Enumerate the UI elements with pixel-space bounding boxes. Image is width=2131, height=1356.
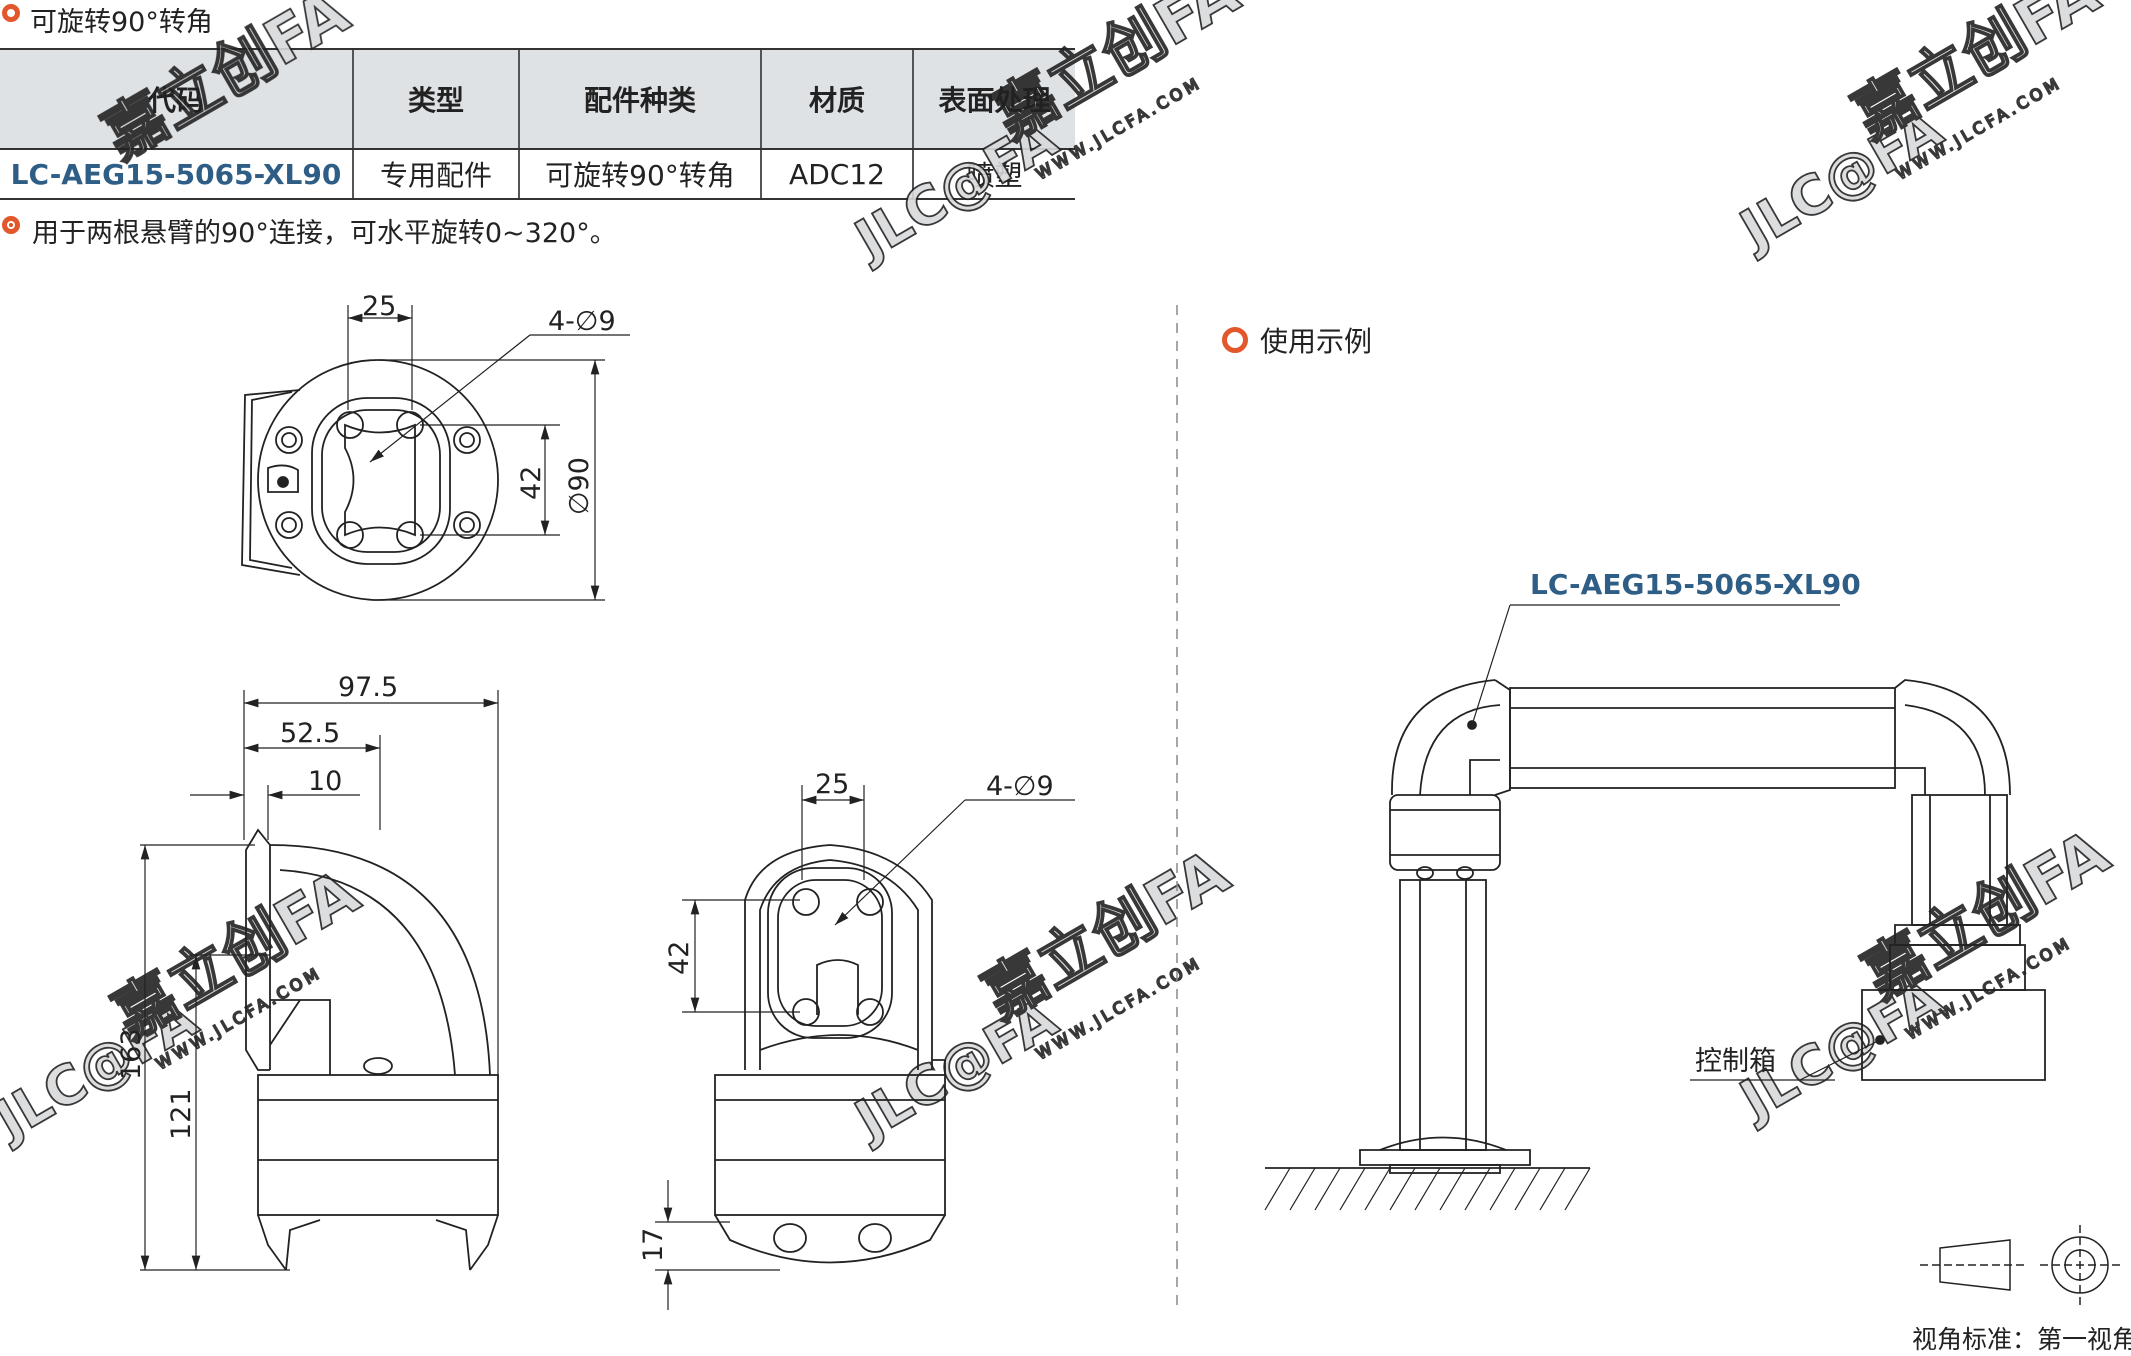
col-header-finish: 表面处理 — [912, 48, 1075, 150]
cell-finish: 喷塑 — [912, 149, 1075, 200]
col-header-type: 类型 — [352, 48, 519, 150]
svg-text:4-∅9: 4-∅9 — [986, 771, 1054, 802]
cell-material: ADC12 — [760, 149, 913, 200]
svg-text:25: 25 — [815, 769, 849, 800]
svg-text:97.5: 97.5 — [338, 672, 398, 703]
front-view: 25 4-∅9 42 17 — [638, 769, 1075, 1310]
usage-diagram: LC-AEG15-5065-XL90 控制箱 — [1264, 568, 2046, 1211]
svg-text:控制箱: 控制箱 — [1695, 1046, 1776, 1077]
table-header-row: 代码 类型 配件种类 材质 表面处理 — [0, 48, 1075, 150]
usage-title: 使用示例 — [1260, 325, 1373, 358]
projection-symbol-icon — [1920, 1225, 2120, 1305]
cell-code: LC-AEG15-5065-XL90 — [0, 149, 353, 200]
svg-text:163: 163 — [116, 1028, 147, 1080]
svg-text:嘉立创FA: 嘉立创FA — [91, 0, 361, 173]
cell-kind: 可旋转90°转角 — [518, 149, 761, 200]
svg-text:25: 25 — [362, 291, 396, 322]
svg-text:LC-AEG15-5065-XL90: LC-AEG15-5065-XL90 — [1530, 568, 1861, 601]
side-view: 97.5 52.5 10 163 121 — [116, 672, 499, 1271]
svg-text:10: 10 — [308, 766, 342, 797]
svg-text:121: 121 — [166, 1088, 197, 1140]
svg-text:4-∅9: 4-∅9 — [548, 306, 616, 337]
spec-table: 代码 类型 配件种类 材质 表面处理 LC-AEG15-5065-XL90 专用… — [0, 48, 1075, 200]
cell-type: 专用配件 — [352, 149, 519, 200]
svg-text:嘉立创FA: 嘉立创FA — [971, 835, 1241, 1033]
page-title: 可旋转90°转角 — [30, 7, 213, 38]
table-row: LC-AEG15-5065-XL90 专用配件 可旋转90°转角 ADC12 喷… — [0, 149, 1075, 200]
header-bullet-icon — [2, 4, 20, 22]
projection-standard: 视角标准：第一视角 — [1912, 1325, 2131, 1354]
col-header-material: 材质 — [760, 48, 913, 150]
svg-text:17: 17 — [638, 1228, 669, 1262]
usage-bullet-icon — [1222, 327, 1248, 353]
svg-text:∅90: ∅90 — [564, 457, 595, 515]
top-view: 25 4-∅9 42 ∅90 — [241, 291, 630, 601]
svg-text:52.5: 52.5 — [280, 718, 340, 749]
col-header-kind: 配件种类 — [518, 48, 761, 150]
note-text: 用于两根悬臂的90°连接，可水平旋转0~320°。 — [32, 218, 617, 249]
svg-text:42: 42 — [664, 941, 695, 975]
svg-text:42: 42 — [516, 466, 547, 500]
note-bullet-icon — [2, 216, 20, 234]
col-header-code: 代码 — [0, 48, 353, 150]
